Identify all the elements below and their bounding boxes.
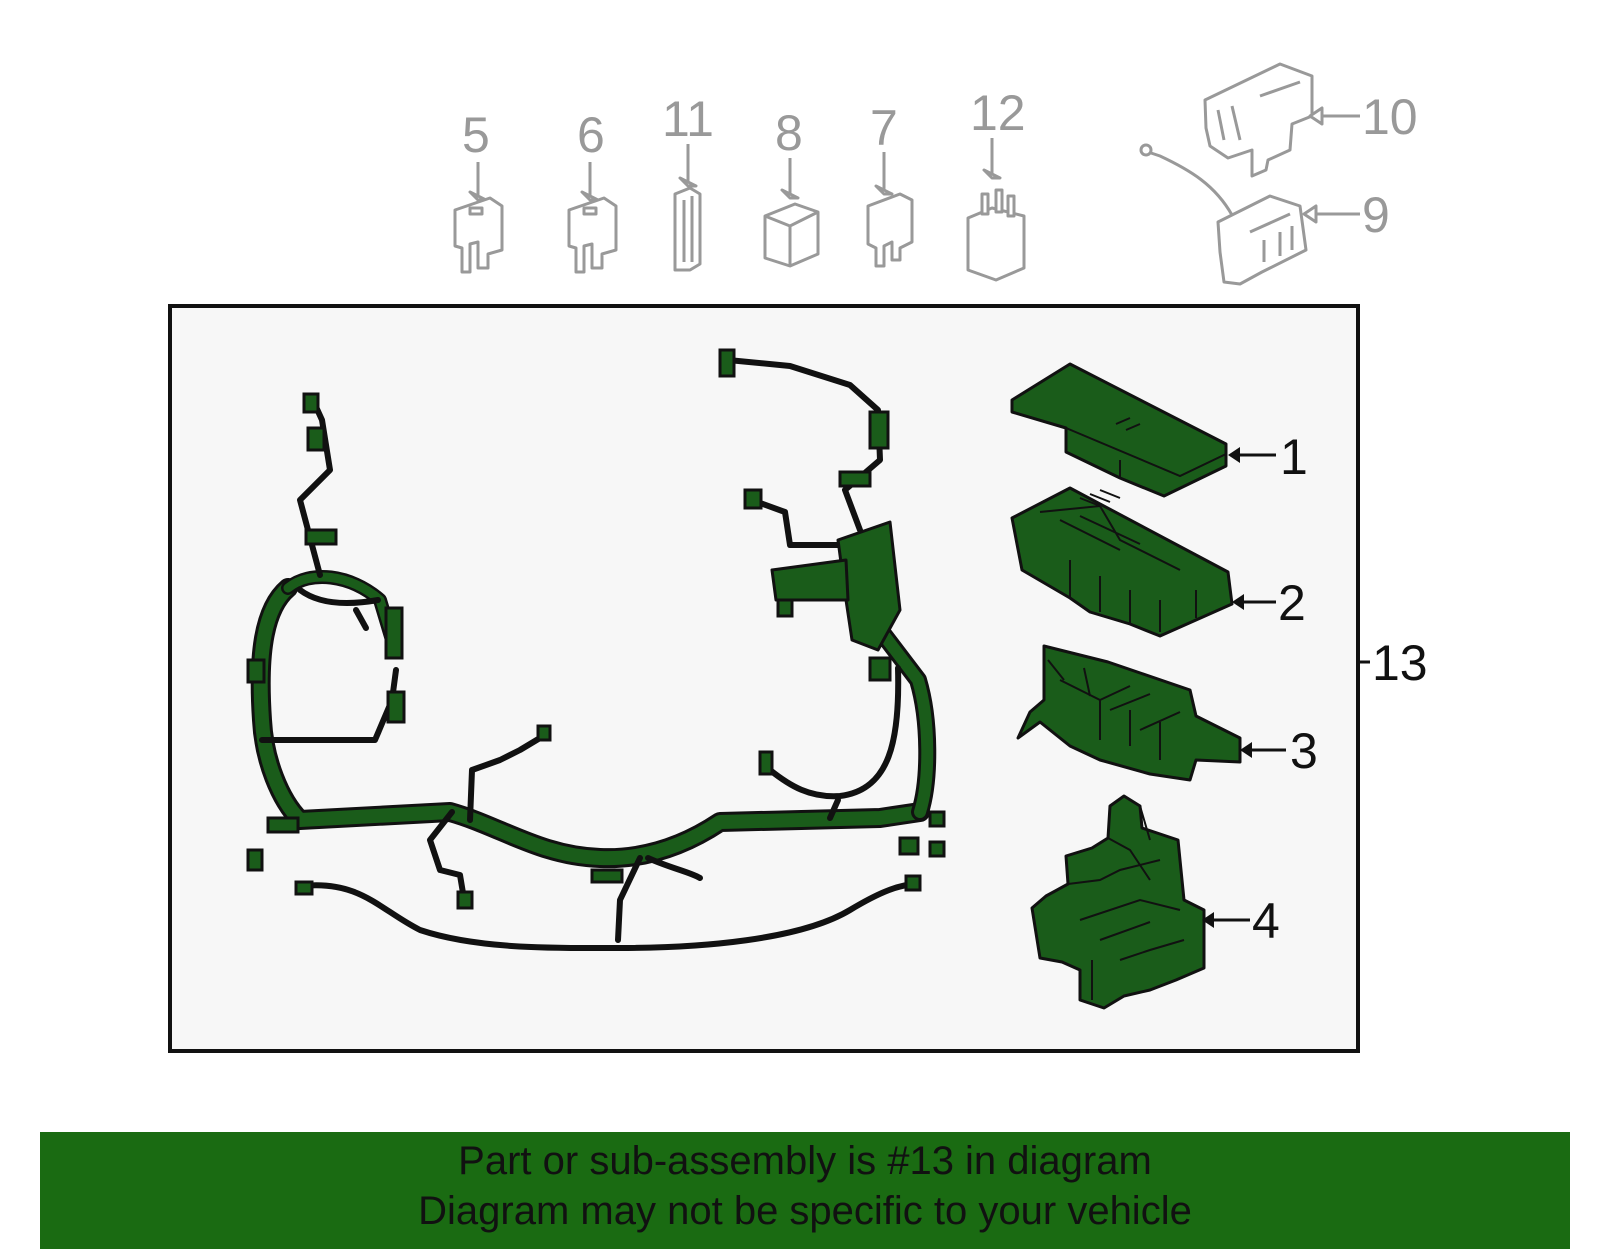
callout-13: 13 bbox=[1372, 635, 1428, 691]
part-3-bracket: 3 bbox=[1016, 644, 1318, 782]
banner-line-1: Part or sub-assembly is #13 in diagram bbox=[458, 1139, 1152, 1183]
part-7-fuse: 7 bbox=[866, 100, 914, 268]
part-9-fuse-box: 9 bbox=[1139, 143, 1390, 286]
callout-5: 5 bbox=[462, 107, 490, 163]
callout-11: 11 bbox=[662, 91, 714, 147]
callout-4: 4 bbox=[1252, 893, 1280, 949]
part-5-fuse: 5 bbox=[453, 107, 504, 274]
banner-line-2: Diagram may not be specific to your vehi… bbox=[418, 1189, 1192, 1233]
callout-9: 9 bbox=[1362, 187, 1390, 243]
part-8-relay: 8 bbox=[763, 105, 820, 268]
callout-7: 7 bbox=[870, 100, 898, 156]
callout-2: 2 bbox=[1278, 575, 1306, 631]
callout-6: 6 bbox=[577, 107, 605, 163]
notice-banner: Part or sub-assembly is #13 in diagram D… bbox=[40, 1132, 1570, 1249]
part-2-fuse-box: 2 bbox=[1010, 486, 1306, 638]
callout-3: 3 bbox=[1290, 723, 1318, 779]
callout-12: 12 bbox=[970, 85, 1026, 141]
wiring-harness bbox=[246, 348, 946, 952]
part-4-mount: 4 bbox=[1030, 794, 1280, 1010]
callout-10: 10 bbox=[1362, 89, 1418, 145]
callout-1: 1 bbox=[1280, 429, 1308, 485]
callout-8: 8 bbox=[775, 105, 803, 161]
part-12-relay: 12 bbox=[966, 85, 1026, 282]
part-11-fuse: 11 bbox=[662, 91, 714, 272]
part-10-cover: 10 bbox=[1203, 62, 1418, 178]
part-1-cover: 1 bbox=[1010, 362, 1308, 498]
part-6-fuse: 6 bbox=[567, 107, 618, 274]
